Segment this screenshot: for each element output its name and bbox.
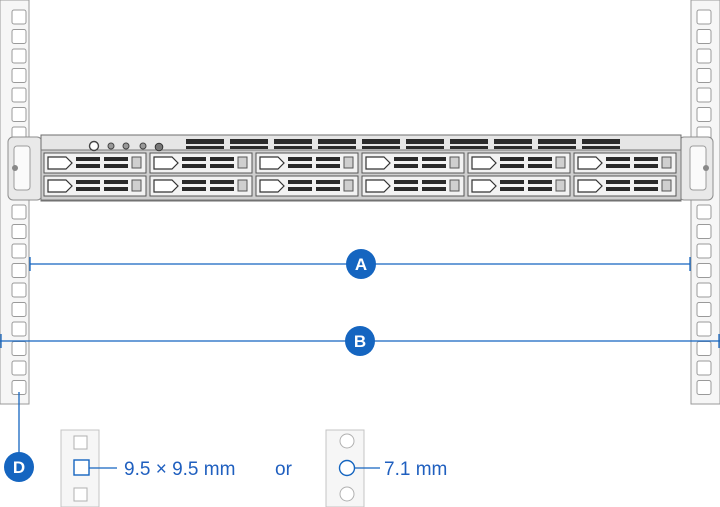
vent-slot	[274, 146, 312, 149]
rail-hole	[11, 302, 27, 317]
rail-hole	[11, 263, 27, 278]
rail-hole	[11, 48, 27, 64]
drive-tray	[467, 152, 571, 174]
vent-slot	[538, 139, 576, 144]
rail-hole	[11, 68, 27, 83]
vent-slot	[318, 146, 356, 149]
rail-hole	[696, 360, 712, 376]
vent-slot	[450, 139, 488, 144]
vent-slot	[538, 146, 576, 149]
rail-hole	[696, 341, 712, 356]
drive-tray	[467, 175, 571, 197]
label-a: A	[355, 255, 367, 274]
front-vents	[186, 139, 620, 149]
round-hole-detail: 7.1 mm	[325, 429, 447, 507]
rail-hole	[696, 29, 712, 44]
vent-slot	[230, 139, 268, 144]
rail-hole	[696, 321, 712, 337]
rail-hole	[696, 380, 712, 395]
drive-tray	[361, 175, 465, 197]
drive-tray	[149, 175, 253, 197]
rail-hole	[11, 243, 27, 259]
rack-server-chassis	[7, 134, 714, 202]
rail-hole	[696, 263, 712, 278]
vent-slot	[406, 146, 444, 149]
rail-hole	[11, 29, 27, 44]
dimension-b: B	[0, 326, 720, 356]
rail-hole	[696, 107, 712, 122]
rail-hole	[11, 321, 27, 337]
square-hole-icon	[73, 459, 90, 476]
label-d: D	[13, 458, 25, 477]
rail-hole	[11, 360, 27, 376]
rail-hole	[696, 282, 712, 298]
rail-hole	[11, 107, 27, 122]
round-hole-size: 7.1 mm	[384, 459, 447, 480]
dimension-a: A	[29, 249, 691, 279]
dimension-d: D	[4, 392, 34, 482]
label-b: B	[354, 332, 366, 351]
option-separator: or	[275, 459, 293, 480]
vent-slot	[274, 139, 312, 144]
rail-hole	[696, 302, 712, 317]
vent-slot	[582, 139, 620, 144]
rail-hole	[696, 224, 712, 239]
rail-hole	[696, 243, 712, 259]
rail-hole	[696, 204, 712, 220]
vent-slot	[494, 139, 532, 144]
vent-slot	[186, 146, 224, 149]
rail-hole	[696, 48, 712, 64]
vent-slot	[186, 139, 224, 144]
rail-hole	[11, 224, 27, 239]
rail-hole	[11, 204, 27, 220]
right-rack-rail	[690, 0, 720, 405]
drive-tray	[573, 175, 677, 197]
rail-hole	[696, 9, 712, 25]
rail-hole	[11, 9, 27, 25]
rail-hole	[11, 87, 27, 103]
rail-hole	[696, 68, 712, 83]
vent-slot	[494, 146, 532, 149]
drive-tray	[361, 152, 465, 174]
rail-hole	[696, 87, 712, 103]
vent-slot	[318, 139, 356, 144]
drive-tray	[573, 152, 677, 174]
vent-slot	[406, 139, 444, 144]
front-panel-indicators	[88, 140, 164, 152]
vent-slot	[362, 146, 400, 149]
vent-slot	[450, 146, 488, 149]
rail-hole	[11, 341, 27, 356]
vent-slot	[362, 139, 400, 144]
rail-hole	[11, 282, 27, 298]
drive-bays	[43, 152, 677, 197]
round-hole-icon	[338, 459, 356, 477]
drive-tray	[255, 175, 359, 197]
drive-tray	[43, 175, 147, 197]
vent-slot	[230, 146, 268, 149]
square-hole-detail: 9.5 × 9.5 mm	[60, 429, 235, 507]
drive-tray	[255, 152, 359, 174]
badge-d	[4, 452, 34, 482]
badge-a	[346, 249, 376, 279]
drive-tray	[149, 152, 253, 174]
vent-slot	[582, 146, 620, 149]
left-rack-rail	[0, 0, 30, 405]
badge-b	[345, 326, 375, 356]
drive-tray	[43, 152, 147, 174]
left-rail-holes	[11, 9, 27, 395]
square-hole-size: 9.5 × 9.5 mm	[124, 459, 235, 480]
